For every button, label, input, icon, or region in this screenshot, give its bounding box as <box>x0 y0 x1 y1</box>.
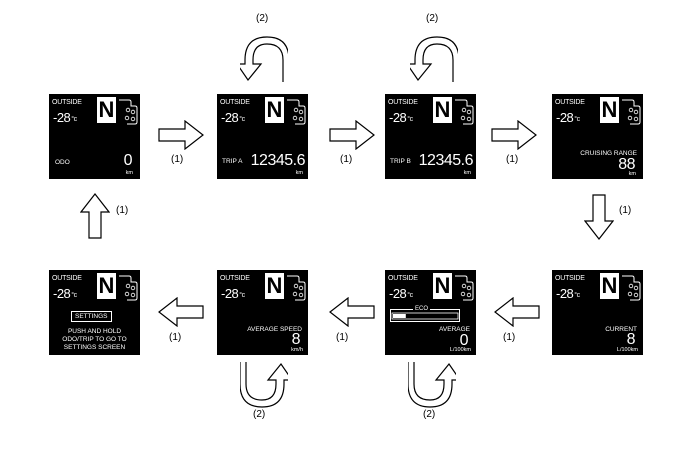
mode-unit: L/100km <box>449 347 471 353</box>
gear-indicator: N <box>265 97 284 123</box>
outside-label: OUTSIDE <box>388 275 418 282</box>
mode-value: 12345.6 <box>418 152 474 169</box>
settings-message: PUSH AND HOLD ODO/TRIP TO GO TO SETTINGS… <box>49 328 140 352</box>
u-turn-arrow-icon <box>240 362 288 408</box>
outside-label: OUTSIDE <box>220 99 250 106</box>
outside-label: OUTSIDE <box>555 275 585 282</box>
gear-indicator: N <box>433 97 452 123</box>
u-turn-arrow-icon <box>410 36 458 82</box>
gear-indicator: N <box>600 273 619 299</box>
u-turn-arrow-icon <box>240 36 288 82</box>
mode-value: 0 <box>123 152 133 169</box>
step-label: (2) <box>426 13 439 24</box>
shift-pattern-icon <box>622 99 641 125</box>
screen-odo: OUTSIDE -28°c N ODO 0 km <box>49 94 140 179</box>
mode-label: TRIP A <box>222 158 243 165</box>
gear-indicator: N <box>97 273 116 299</box>
screen-settings: OUTSIDE -28°c N SETTINGS PUSH AND HOLD O… <box>49 270 140 355</box>
mode-label: CURRENT <box>605 326 637 333</box>
shift-pattern-icon <box>287 275 306 301</box>
mode-value: 12345.6 <box>250 152 306 169</box>
mode-label: AVERAGE SPEED <box>247 326 302 333</box>
shift-pattern-icon <box>287 99 306 125</box>
mode-unit: L/100km <box>616 347 638 353</box>
screen-average-eco: OUTSIDE -28°c N ECO AVERAGE 0 L/100km <box>385 270 476 355</box>
settings-message-line: PUSH AND HOLD <box>67 328 122 335</box>
step-label: (1) <box>619 205 632 216</box>
mode-label: AVERAGE <box>439 326 470 333</box>
step-label: (1) <box>116 205 129 216</box>
mode-value: 88 <box>618 156 635 173</box>
mode-unit: km <box>125 170 133 176</box>
step-label: (2) <box>423 409 436 420</box>
gear-indicator: N <box>97 97 116 123</box>
temperature: -28°c <box>221 286 245 301</box>
screen-current: OUTSIDE -28°c N CURRENT 8 L/100km <box>552 270 643 355</box>
screen-cruising-range: OUTSIDE -28°c N CRUISING RANGE 88 km <box>552 94 643 179</box>
outside-label: OUTSIDE <box>220 275 250 282</box>
step-label: (1) <box>336 332 349 343</box>
mode-unit: km <box>628 171 636 177</box>
outside-label: OUTSIDE <box>388 99 418 106</box>
step-label: (1) <box>171 154 184 165</box>
temperature: -28°c <box>221 110 245 125</box>
shift-pattern-icon <box>455 275 474 301</box>
temperature: -28°c <box>389 286 413 301</box>
shift-pattern-icon <box>622 275 641 301</box>
temperature: -28°c <box>556 110 580 125</box>
mode-value: 8 <box>626 331 636 348</box>
shift-pattern-icon <box>119 99 138 125</box>
eco-bar-fill <box>393 314 406 318</box>
screen-trip-a: OUTSIDE -28°c N TRIP A 12345.6 km <box>217 94 308 179</box>
u-turn-arrow-icon <box>408 362 456 408</box>
arrow-down-icon <box>584 194 614 240</box>
temperature: -28°c <box>53 110 77 125</box>
outside-label: OUTSIDE <box>555 99 585 106</box>
temperature: -28°c <box>389 110 413 125</box>
settings-message-line: ODO/TRIP TO GO TO <box>62 336 127 343</box>
arrow-up-icon <box>80 193 110 239</box>
arrow-left-icon <box>158 297 204 327</box>
step-label: (2) <box>256 13 269 24</box>
mode-unit: km <box>463 170 471 176</box>
step-label: (1) <box>506 154 519 165</box>
gear-indicator: N <box>600 97 619 123</box>
arrow-right-icon <box>329 120 375 150</box>
mode-value: 8 <box>291 331 301 348</box>
mode-unit: km/h <box>291 347 303 353</box>
shift-pattern-icon <box>119 275 138 301</box>
step-label: (1) <box>503 332 516 343</box>
settings-box: SETTINGS <box>71 311 112 322</box>
screen-trip-b: OUTSIDE -28°c N TRIP B 12345.6 km <box>385 94 476 179</box>
mode-unit: km <box>295 170 303 176</box>
temperature: -28°c <box>556 286 580 301</box>
gear-indicator: N <box>433 273 452 299</box>
mode-label: TRIP B <box>390 158 411 165</box>
mode-label: CRUISING RANGE <box>580 150 637 157</box>
arrow-right-icon <box>491 120 537 150</box>
outside-label: OUTSIDE <box>52 275 82 282</box>
step-label: (2) <box>253 409 266 420</box>
settings-message-line: SETTINGS SCREEN <box>63 344 126 351</box>
outside-label: OUTSIDE <box>52 99 82 106</box>
arrow-right-icon <box>158 120 204 150</box>
eco-label: ECO <box>413 306 431 312</box>
arrow-left-icon <box>494 297 540 327</box>
mode-label: ODO <box>55 159 70 166</box>
gear-indicator: N <box>265 273 284 299</box>
temperature: -28°c <box>53 286 77 301</box>
step-label: (1) <box>169 332 182 343</box>
step-label: (1) <box>340 154 353 165</box>
mode-value: 0 <box>459 332 469 349</box>
screen-average-speed: OUTSIDE -28°c N AVERAGE SPEED 8 km/h <box>217 270 308 355</box>
arrow-left-icon <box>329 297 375 327</box>
shift-pattern-icon <box>455 99 474 125</box>
